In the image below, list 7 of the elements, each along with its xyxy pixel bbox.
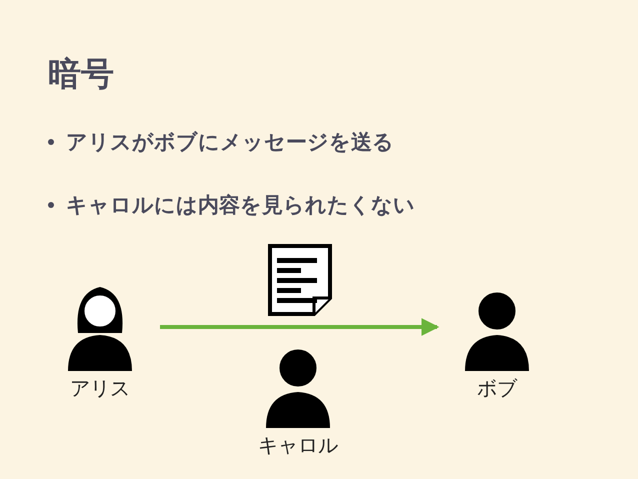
person-name: ボブ: [477, 375, 517, 402]
person-name: キャロル: [258, 432, 338, 459]
arrow: [160, 318, 440, 336]
bullet-text: キャロルには内容を見られたくない: [66, 192, 415, 219]
person-name: アリス: [70, 375, 130, 402]
bullet-text: アリスがボブにメッセージを送る: [66, 129, 394, 156]
title: 暗号: [48, 53, 114, 95]
